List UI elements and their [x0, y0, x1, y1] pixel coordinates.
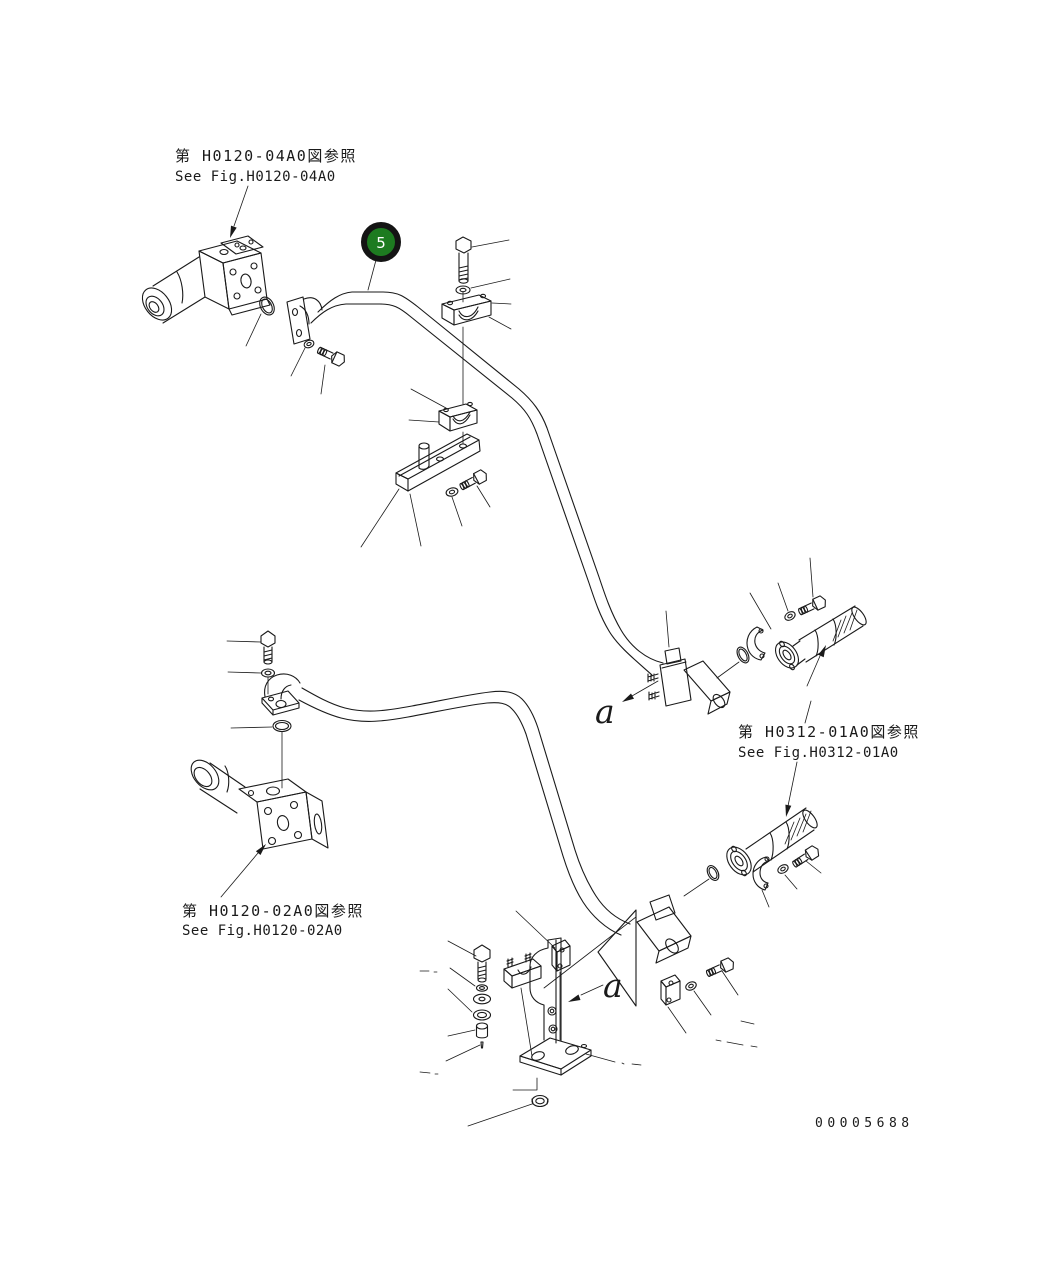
- pipe-clamp-bottom-right: [660, 956, 758, 1048]
- reference-right-jp: 第 H0312-01A0図参照: [738, 723, 920, 741]
- pipe-lower: [298, 687, 631, 936]
- view-label-text: a: [595, 692, 615, 731]
- hydraulic-motor-lower: [190, 759, 329, 850]
- pipe-clamp-vertical: [515, 910, 571, 1041]
- view-label-lower-a: a: [568, 966, 623, 1005]
- hose-lower-right: [683, 807, 822, 908]
- hydraulic-motor-upper: [141, 235, 271, 324]
- split-flange-clamp-upper: [746, 626, 766, 661]
- hose-clamp-washer-lower: [775, 862, 791, 876]
- clamp-bolt-upper: [455, 236, 511, 295]
- flange-bolt-upper: [290, 339, 348, 395]
- hose-clamp-bolt-lower: [789, 843, 822, 871]
- reference-bottom-left-jp: 第 H0120-02A0図参照: [182, 902, 364, 920]
- reference-right: 第 H0312-01A0図参照 See Fig.H0312-01A0: [738, 700, 920, 817]
- clamp-bolt-bottom-right: [704, 956, 737, 980]
- o-ring-lower-hose: [683, 865, 720, 897]
- o-ring-mid: [716, 646, 750, 679]
- reference-top-left-jp: 第 H0120-04A0図参照: [175, 147, 357, 165]
- reference-top-left: 第 H0120-04A0図参照 See Fig.H0120-04A0: [175, 147, 357, 238]
- split-flange-clamp-lower: [752, 856, 770, 891]
- reference-bottom-left: 第 H0120-02A0図参照 See Fig.H0120-02A0: [182, 844, 364, 939]
- pipe-lower-flange-elbow: [261, 673, 301, 716]
- pipe-upper-end-block: [647, 610, 731, 715]
- support-bracket-lower: [467, 937, 642, 1127]
- pipe-clamp-top: [441, 291, 512, 405]
- drawing-number: 00005688: [815, 1116, 914, 1131]
- view-label-upper-a: a: [595, 680, 659, 731]
- lock-nut: [467, 1094, 549, 1127]
- pipe-upper: [310, 291, 664, 676]
- mounting-bracket-upper: [360, 433, 491, 548]
- clamp-washer-bottom-right: [683, 979, 699, 993]
- callout-balloon-5[interactable]: 5: [361, 222, 401, 291]
- balloon-number: 5: [376, 234, 386, 252]
- hose-clamp-washer-upper: [782, 609, 798, 623]
- pipe-lower-end-block: [597, 894, 692, 1007]
- pipe-upper-flange-elbow: [286, 296, 323, 345]
- o-ring-upper-flange: [245, 296, 275, 347]
- hose-upper-right: [746, 557, 867, 687]
- elbow-bolt-lower: [226, 630, 276, 695]
- pipe-clamp-bar: [503, 916, 637, 1057]
- o-ring-lower-flange: [230, 719, 292, 789]
- pipe-clamp-mid: [408, 388, 478, 445]
- hose-clamp-bolt-upper: [796, 594, 829, 619]
- reference-top-left-en: See Fig.H0120-04A0: [175, 169, 336, 185]
- reference-right-en: See Fig.H0312-01A0: [738, 745, 899, 761]
- reference-bottom-left-en: See Fig.H0120-02A0: [182, 923, 343, 939]
- view-label-text: a: [603, 966, 623, 1005]
- bracket-bolt-stack: [419, 940, 492, 1075]
